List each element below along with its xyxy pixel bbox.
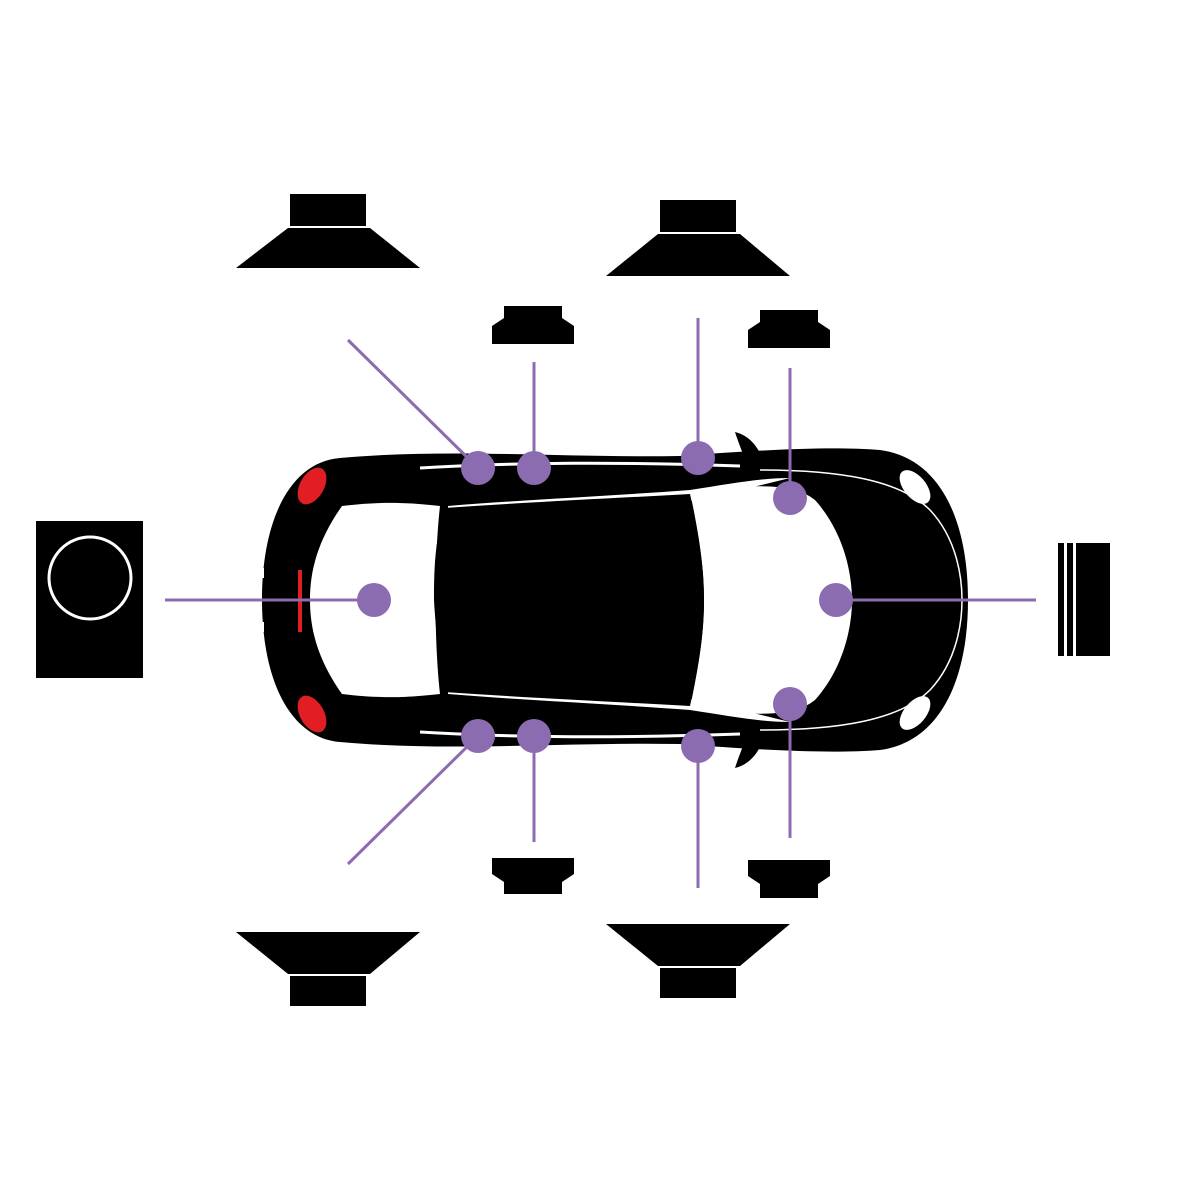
connection-dot [517, 451, 551, 485]
hood-crease-bottom [759, 599, 963, 731]
speaker-small-bottom-rear-icon [492, 858, 574, 894]
speaker-small-bottom-front-icon [748, 860, 830, 898]
connection-dot [681, 729, 715, 763]
center-speaker-icon [1058, 543, 1110, 656]
tail-light-top [297, 467, 327, 505]
connection-dot [681, 441, 715, 475]
speaker-large-bottom-rear-icon [236, 932, 420, 1006]
lead-large-bottom-rear [346, 734, 480, 866]
subwoofer-icon [36, 521, 143, 678]
connection-dot [461, 719, 495, 753]
side-window-bottom [448, 690, 790, 722]
tail-light-bottom [297, 695, 327, 733]
connection-dot [461, 451, 495, 485]
speaker-large-bottom-front-icon [606, 924, 790, 998]
connection-points [357, 441, 853, 763]
speaker-large-top-rear-icon [236, 194, 420, 268]
connection-dot [517, 719, 551, 753]
windshield [690, 486, 852, 714]
rear-bumper-notch-top [258, 568, 264, 578]
connection-dot [773, 687, 807, 721]
side-window-top [448, 478, 790, 510]
connector-lines [165, 318, 1036, 888]
hood-crease-top [759, 469, 963, 601]
headlight-bottom [899, 696, 931, 730]
headlight-top [899, 470, 931, 504]
connection-dot [773, 481, 807, 515]
lead-large-top-rear [346, 338, 480, 470]
rear-bumper-notch-bottom [258, 622, 264, 632]
roof-panel [434, 494, 704, 706]
connection-dot [357, 583, 391, 617]
car-top-view [258, 432, 968, 768]
speaker-small-top-rear-icon [492, 306, 574, 344]
connection-dot [819, 583, 853, 617]
speaker-small-top-front-icon [748, 310, 830, 348]
speaker-large-top-front-icon [606, 200, 790, 276]
